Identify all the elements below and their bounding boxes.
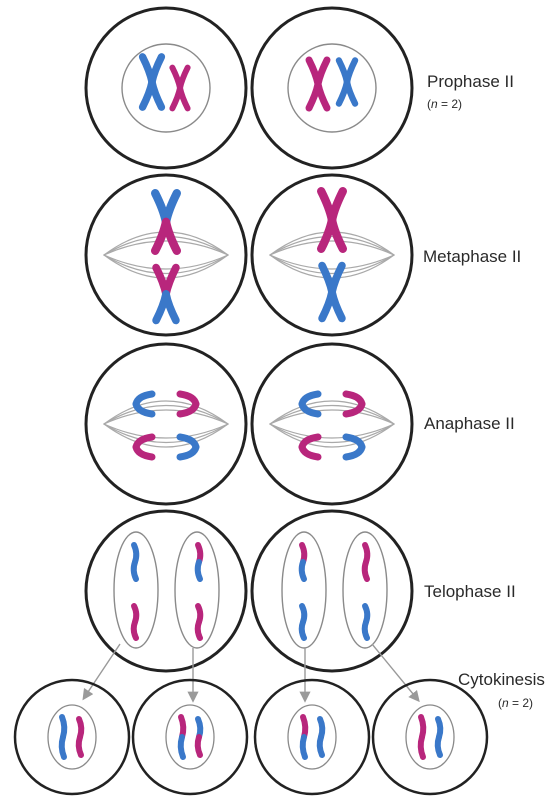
daughter-nucleus-4	[406, 705, 454, 769]
telophase-la-2-bottom	[134, 622, 136, 638]
prophase-nucleus-right	[288, 44, 376, 132]
cytokinesis-arrows	[84, 644, 418, 700]
anaphase-left-v1-arm-2	[136, 404, 152, 414]
anaphase-ii-row	[86, 344, 412, 504]
anaphase-left-v3-arm-2	[136, 447, 152, 457]
anaphase-left-spindle-lower-1	[104, 424, 228, 443]
daughter4-b-bottom	[438, 737, 440, 755]
daughter4-a-top	[421, 717, 423, 737]
anaphase-right-spindle-upper-1	[270, 406, 394, 425]
telophase-ii-label: Telophase II	[424, 582, 516, 602]
daughter-nucleus-3	[288, 705, 336, 769]
telophase-lb-2-bottom	[198, 622, 200, 638]
prophase-right-chrom-blue-arm-4	[347, 82, 355, 104]
daughter2-a-bottom	[181, 737, 183, 757]
prophase-left-chrom-magenta-arm-4	[180, 88, 188, 108]
metaphase-right-spindle-lower-1	[270, 255, 394, 274]
anaphase-right-v1-arm-2	[302, 404, 318, 414]
cytokinesis-label: Cytokinesis	[458, 670, 545, 690]
metaphase-left-chrom-bottom-arm-2	[166, 268, 176, 294]
daughter1-blue-bottom	[62, 737, 64, 757]
daughter-nucleus-1	[48, 705, 96, 769]
metaphase-cell-left	[86, 175, 246, 335]
metaphase-right-spindle-lower-2	[270, 255, 394, 278]
daughter3-a-top	[303, 717, 305, 737]
anaphase-cell-right	[252, 344, 412, 504]
ploidy-variable: n	[431, 97, 438, 111]
prophase-left-chrom-blue-arm-4	[152, 82, 161, 107]
anaphase-left-spindle-lower-2	[104, 424, 228, 447]
metaphase-right-spindle-upper-2	[270, 232, 394, 255]
anaphase-right-v3-arm-2	[302, 447, 318, 457]
telophase-cell-right	[252, 511, 412, 671]
prophase-right-chrom-magenta-arm-4	[318, 84, 327, 108]
ploidy-variable: n	[502, 696, 509, 710]
anaphase-right-v2-arm-2	[346, 404, 362, 414]
daughter2-a-top	[181, 717, 183, 737]
metaphase-ii-row	[86, 175, 412, 335]
daughter4-a-bottom	[421, 737, 423, 757]
ploidy-value: = 2)	[509, 696, 533, 710]
anaphase-left-v2-arm-2	[180, 404, 196, 414]
anaphase-right-spindle-lower-2	[270, 424, 394, 447]
daughter-nucleus-2	[166, 705, 214, 769]
telophase-rb-2-bottom	[365, 622, 367, 638]
telophase-la-1-bottom	[134, 562, 136, 579]
anaphase-cell-left	[86, 344, 246, 504]
anaphase-left-spindle-upper-2	[104, 401, 228, 424]
ploidy-value: = 2)	[438, 97, 462, 111]
prophase-left-chrom-blue-arm-2	[152, 57, 161, 82]
prophase-right-chrom-magenta-arm-2	[318, 60, 327, 84]
daughter3-b-bottom	[320, 737, 322, 755]
telophase-lb-1-bottom	[198, 562, 200, 579]
daughter1-blue-top	[62, 717, 64, 737]
daughter-cell-3	[255, 680, 369, 794]
metaphase-left-spindle-lower-1	[104, 255, 228, 274]
prophase-cell-right	[252, 8, 412, 168]
daughter-cell-2	[133, 680, 247, 794]
metaphase-left-chrom-bottom-arm-4	[166, 294, 176, 320]
anaphase-left-v4-arm-2	[180, 447, 196, 457]
prophase-ii-label: Prophase II	[427, 72, 514, 92]
anaphase-right-spindle-lower-1	[270, 424, 394, 443]
metaphase-right-spindle-upper-1	[270, 237, 394, 256]
metaphase-right-chrom-top-arm-4	[332, 220, 343, 249]
anaphase-right-spindle-upper-2	[270, 401, 394, 424]
metaphase-right-chrom-bottom-arm-4	[332, 292, 342, 318]
prophase-left-chrom-magenta-arm-2	[180, 68, 188, 88]
prophase-right-chrom-blue-arm-2	[347, 60, 355, 82]
anaphase-right-v4-arm-2	[346, 447, 362, 457]
telophase-ii-row	[86, 511, 412, 671]
telophase-cell-left	[86, 511, 246, 671]
cytokinesis-ploidy: (n = 2)	[498, 696, 533, 710]
metaphase-left-chrom-top-arm-2	[166, 193, 177, 222]
daughter-cell-4	[373, 680, 487, 794]
prophase-ii-ploidy: (n = 2)	[427, 97, 462, 111]
anaphase-ii-label: Anaphase II	[424, 414, 515, 434]
metaphase-left-spindle-lower-2	[104, 255, 228, 278]
telophase-ra-2-bottom	[302, 622, 304, 638]
daughter3-a-bottom	[303, 737, 305, 757]
prophase-cell-left	[86, 8, 246, 168]
daughter2-b-bottom	[198, 737, 200, 755]
telophase-ra-1-bottom	[302, 562, 304, 579]
metaphase-ii-label: Metaphase II	[423, 247, 521, 267]
daughter-cell-1	[15, 680, 129, 794]
anaphase-left-spindle-upper-1	[104, 406, 228, 425]
prophase-ii-row	[86, 8, 412, 168]
daughter1-magenta-bottom	[79, 737, 81, 755]
telophase-rb-1-bottom	[365, 562, 367, 579]
prophase-nucleus-left	[122, 44, 210, 132]
metaphase-cell-right	[252, 175, 412, 335]
metaphase-right-chrom-top-arm-2	[332, 191, 343, 220]
metaphase-left-spindle-upper-1	[104, 237, 228, 256]
